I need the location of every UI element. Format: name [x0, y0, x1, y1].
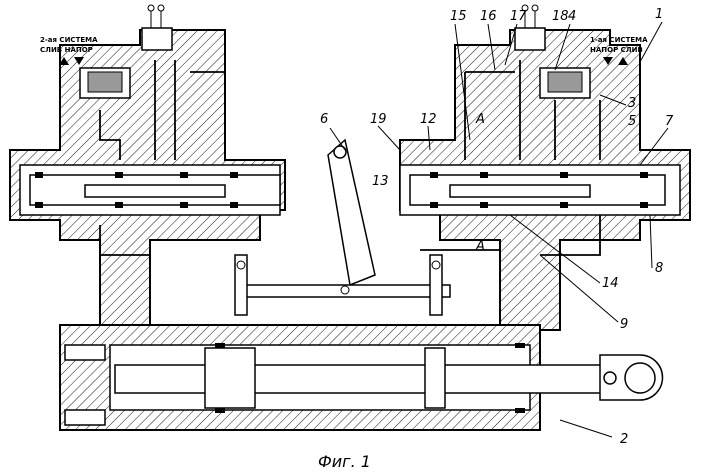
piston-rod	[115, 365, 630, 393]
rod-eye	[625, 363, 655, 393]
svg-text:14: 14	[602, 276, 619, 291]
svg-text:1: 1	[655, 7, 663, 22]
svg-text:9: 9	[620, 317, 628, 332]
svg-text:1-ая СИСТЕМА: 1-ая СИСТЕМА	[590, 36, 648, 44]
left-solenoid-connector	[142, 28, 172, 50]
svg-text:3: 3	[628, 96, 636, 111]
svg-text:СЛИВ НАПОР: СЛИВ НАПОР	[40, 46, 93, 54]
svg-text:НАПОР СЛИВ: НАПОР СЛИВ	[590, 46, 643, 54]
actuator-cylinder	[60, 325, 663, 430]
svg-text:5: 5	[628, 114, 636, 129]
svg-text:8: 8	[655, 261, 663, 276]
right-solenoid-connector	[515, 28, 545, 50]
section-mark-bottom: А	[475, 239, 485, 254]
svg-text:2: 2	[620, 432, 628, 447]
svg-text:6: 6	[320, 112, 328, 127]
figure-caption: Фиг. 1	[318, 452, 371, 471]
svg-text:19: 19	[370, 112, 387, 127]
svg-text:17: 17	[510, 9, 527, 24]
svg-text:16: 16	[480, 9, 497, 24]
svg-text:4: 4	[568, 9, 576, 24]
svg-text:15: 15	[450, 9, 467, 24]
lever-6	[328, 140, 375, 285]
svg-text:12: 12	[420, 112, 437, 127]
svg-text:18: 18	[552, 9, 569, 24]
svg-text:2-ая СИСТЕМА: 2-ая СИСТЕМА	[40, 36, 98, 44]
right-valve-block	[400, 5, 690, 330]
svg-text:13: 13	[372, 174, 389, 189]
section-mark-top: А	[475, 112, 485, 127]
svg-text:7: 7	[665, 114, 674, 129]
